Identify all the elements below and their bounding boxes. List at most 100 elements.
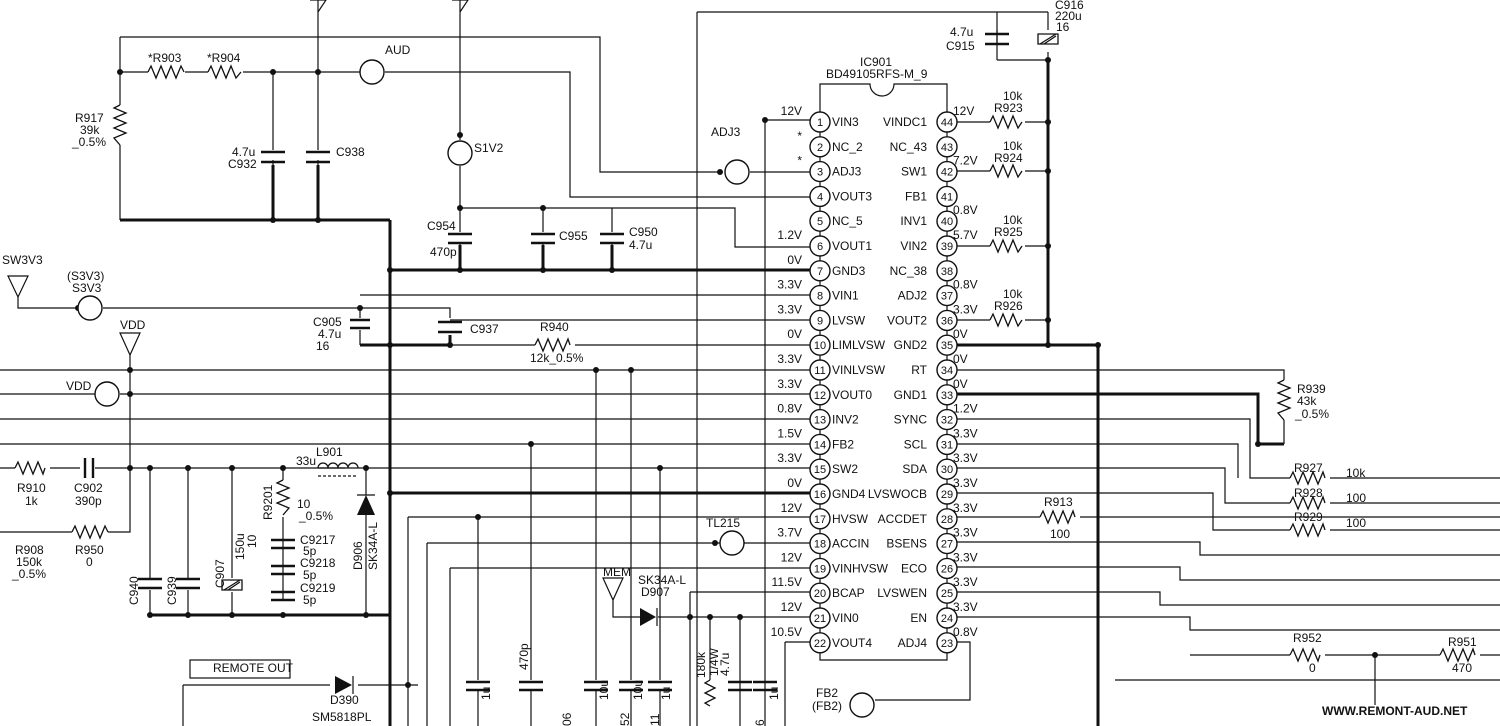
pin-name: INV1 bbox=[900, 214, 927, 228]
pin-name: ADJ2 bbox=[898, 289, 928, 303]
label-c9217: C9217 bbox=[300, 533, 336, 547]
pin-circle bbox=[809, 483, 831, 505]
pin-circle bbox=[809, 582, 831, 604]
pin-number: 10 bbox=[814, 340, 826, 352]
pin-name: ECO bbox=[901, 561, 927, 575]
pin-number: 36 bbox=[941, 315, 953, 327]
label-r929: R929 bbox=[1294, 510, 1323, 524]
pin-number: 38 bbox=[941, 266, 953, 278]
label-sw3v3: SW3V3 bbox=[2, 253, 43, 267]
label-r924-value: 10k bbox=[1003, 139, 1023, 153]
pin-voltage: 0.8V bbox=[953, 278, 978, 292]
pin-circle bbox=[936, 260, 958, 282]
label-l901: L901 bbox=[316, 445, 343, 459]
inductor-l901 bbox=[317, 462, 359, 477]
pin-name: SCL bbox=[904, 437, 928, 451]
pin-circle bbox=[936, 557, 958, 580]
pin-number: 28 bbox=[941, 514, 953, 526]
pin-voltage: 3.7V bbox=[777, 526, 802, 540]
pin-circle bbox=[809, 235, 831, 257]
pin-name: EN bbox=[910, 611, 927, 625]
pin-name: FB1 bbox=[905, 189, 927, 203]
pin-number: 11 bbox=[814, 365, 825, 377]
label-r903: *R903 bbox=[148, 51, 182, 65]
pin-circle bbox=[936, 384, 958, 406]
label-06: 06 bbox=[560, 712, 574, 726]
pin-voltage: 0.8V bbox=[777, 402, 802, 416]
label-r926-value: 10k bbox=[1003, 287, 1023, 301]
junction-dots bbox=[75, 57, 1378, 688]
pin-number: 39 bbox=[941, 241, 953, 253]
label-r924: R924 bbox=[994, 151, 1023, 165]
ic-ref: IC901 bbox=[860, 55, 892, 69]
pin-circle bbox=[936, 334, 958, 356]
pin-number: 22 bbox=[814, 638, 826, 650]
label-d390-value: SM5818PL bbox=[312, 710, 372, 724]
pin-voltage: 1.5V bbox=[777, 426, 802, 440]
pin-circle bbox=[936, 284, 958, 307]
label-adj3: ADJ3 bbox=[711, 125, 741, 139]
pin-voltage: 3.3V bbox=[953, 426, 978, 440]
pin-circle bbox=[809, 408, 831, 431]
pin-circle bbox=[809, 334, 831, 356]
label-d906-value: SK34A-L bbox=[366, 522, 380, 570]
pin-number: 12 bbox=[814, 390, 826, 402]
pin-name: SW1 bbox=[901, 165, 927, 179]
pin-voltage: 0.8V bbox=[953, 625, 978, 639]
pin-circle bbox=[936, 483, 958, 505]
pin-voltage: 3.3V bbox=[777, 278, 802, 292]
label-r917: R917 bbox=[75, 111, 104, 125]
pin-name: BCAP bbox=[832, 586, 865, 600]
pin-voltage: 3.3V bbox=[777, 302, 802, 316]
ic901-right-pins: 44VINDC112V43NC_4342SW17.2V41FB140INV10.… bbox=[868, 104, 978, 654]
pin-name: HVSW bbox=[832, 512, 869, 526]
label-c938: C938 bbox=[336, 145, 365, 159]
label-d906: D906 bbox=[351, 541, 365, 570]
pin-number: 23 bbox=[941, 638, 953, 650]
pin-voltage: 1.2V bbox=[953, 402, 978, 416]
label-c954: C954 bbox=[427, 219, 456, 233]
label-c905: C905 bbox=[313, 315, 342, 329]
label-c955: C955 bbox=[559, 229, 588, 243]
pin-number: 15 bbox=[814, 464, 826, 476]
label-c907-voltage: 10 bbox=[245, 534, 259, 548]
pin-voltage: 5.7V bbox=[953, 228, 978, 242]
label-r913-value: 100 bbox=[1050, 527, 1070, 541]
pin-voltage: * bbox=[797, 154, 802, 168]
label-r9201-value: 10 bbox=[297, 497, 311, 511]
pin-voltage: 3.3V bbox=[777, 451, 802, 465]
pin-number: 41 bbox=[941, 191, 953, 203]
label-c9218-value: 5p bbox=[303, 568, 317, 582]
pin-circle bbox=[936, 632, 958, 654]
label-c932: C932 bbox=[228, 157, 257, 171]
pin-name: ACCDET bbox=[878, 512, 928, 526]
pin-circle bbox=[936, 111, 958, 133]
label-s1v2: S1V2 bbox=[474, 141, 504, 155]
label-r928: R928 bbox=[1294, 486, 1323, 500]
pin-name: VINHVSW bbox=[832, 561, 889, 575]
label-r917-value: 39k bbox=[80, 123, 100, 137]
pin-number: 29 bbox=[941, 489, 953, 501]
pin-voltage: 3.3V bbox=[953, 476, 978, 490]
pin-name: VIN0 bbox=[832, 611, 859, 625]
pin-circle bbox=[936, 136, 958, 158]
pin-number: 30 bbox=[941, 464, 953, 476]
label-c916-value: 220u bbox=[1055, 9, 1082, 23]
label-r929-value: 100 bbox=[1346, 516, 1366, 530]
pin-name: SDA bbox=[902, 462, 927, 476]
pin-circle bbox=[809, 532, 831, 555]
label-r939-value: 43k bbox=[1297, 394, 1317, 408]
